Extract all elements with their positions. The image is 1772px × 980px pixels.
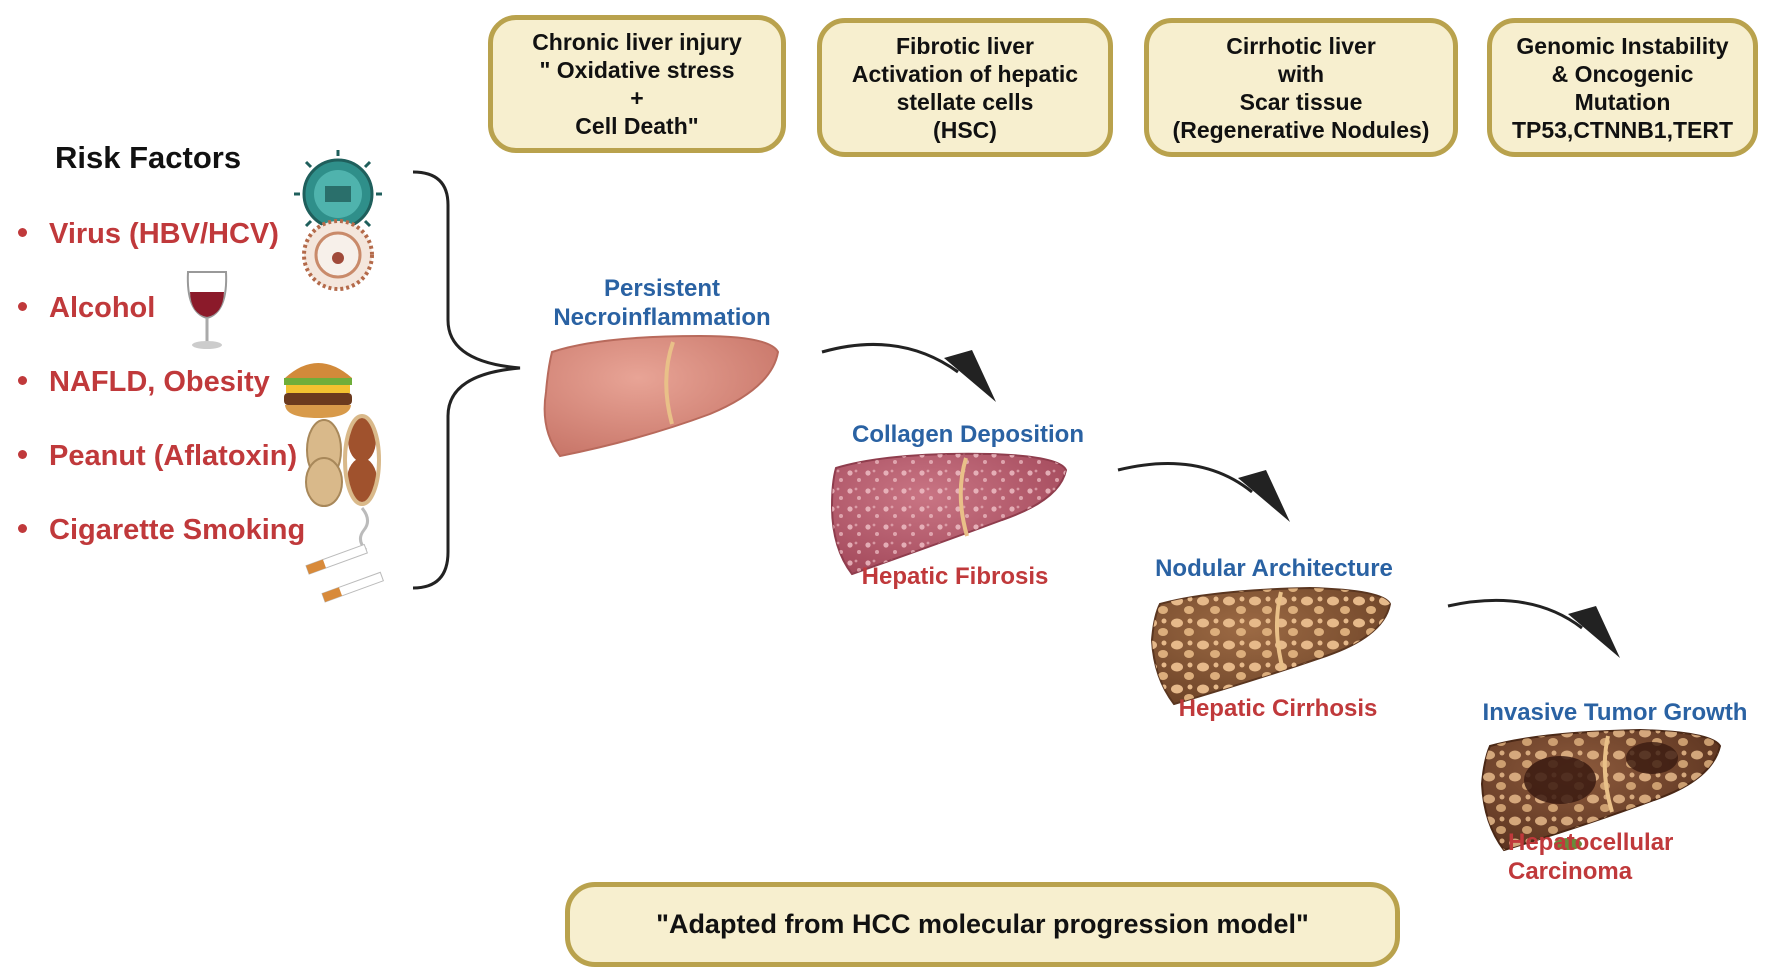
burger-icon	[284, 363, 352, 418]
arrow-icon	[1447, 598, 1620, 658]
virus-icon	[294, 150, 382, 238]
stage-line: stellate cells	[896, 88, 1034, 115]
peanut-icon	[305, 414, 381, 507]
arrow-icon	[821, 343, 996, 402]
risk-factor-item: Virus (HBV/HCV)	[18, 218, 279, 251]
stage-box-genomic: Genomic Instability & Oncogenic Mutation…	[1487, 18, 1758, 157]
condition-label-cirrhosis: Hepatic Cirrhosis	[1178, 695, 1378, 722]
stage-box-cirrhotic: Cirrhotic liver with Scar tissue (Regene…	[1144, 18, 1458, 157]
stage-line: Chronic liver injury	[532, 29, 742, 55]
curly-bracket-icon	[412, 170, 521, 590]
stage-box-chronic-injury: Chronic liver injury " Oxidative stress …	[488, 15, 786, 153]
stage-line: with	[1278, 60, 1324, 87]
liver-icon	[543, 334, 780, 458]
stage-line: Mutation	[1574, 88, 1671, 115]
process-label-necroinflammation: Persistent Necroinflammation	[553, 275, 771, 331]
risk-factor-item: Peanut (Aflatoxin)	[18, 440, 297, 473]
stage-line: (Regenerative Nodules)	[1172, 116, 1430, 143]
risk-factors-title: Risk Factors	[55, 140, 242, 175]
footer-caption: "Adapted from HCC molecular progression …	[565, 882, 1400, 967]
stage-line: & Oncogenic	[1551, 60, 1694, 87]
stage-box-fibrotic: Fibrotic liver Activation of hepatic ste…	[817, 18, 1113, 157]
process-label-collagen: Collagen Deposition	[851, 421, 1084, 448]
condition-label-hcc: Hepatocellular Carcinoma	[1508, 829, 1674, 885]
cigarette-icon	[305, 507, 385, 603]
stage-line: Cell Death"	[575, 113, 699, 139]
liver-icon	[1480, 728, 1722, 852]
stage-line: Activation of hepatic	[851, 60, 1079, 87]
stage-line: Scar tissue	[1239, 88, 1363, 115]
stage-line: Fibrotic liver	[895, 32, 1035, 59]
liver-icon	[830, 452, 1068, 576]
risk-factor-item: NAFLD, Obesity	[18, 366, 270, 399]
risk-factor-item: Cigarette Smoking	[18, 514, 305, 547]
arrow-icon	[1117, 462, 1290, 522]
wine-glass-icon	[186, 271, 228, 349]
liver-icon	[1150, 586, 1392, 706]
virus-cross-section-icon	[302, 219, 374, 291]
stage-line: Cirrhotic liver	[1226, 32, 1376, 59]
process-label-invasive: Invasive Tumor Growth	[1482, 699, 1748, 726]
stage-line: Genomic Instability	[1516, 32, 1729, 59]
stage-line: +	[630, 85, 644, 111]
stage-line: " Oxidative stress	[539, 57, 735, 83]
condition-label-fibrosis: Hepatic Fibrosis	[861, 563, 1049, 590]
process-label-nodular: Nodular Architecture	[1155, 555, 1393, 582]
risk-factor-item: Alcohol	[18, 292, 155, 325]
stage-line: (HSC)	[933, 116, 997, 143]
stage-line: TP53,CTNNB1,TERT	[1511, 116, 1734, 143]
